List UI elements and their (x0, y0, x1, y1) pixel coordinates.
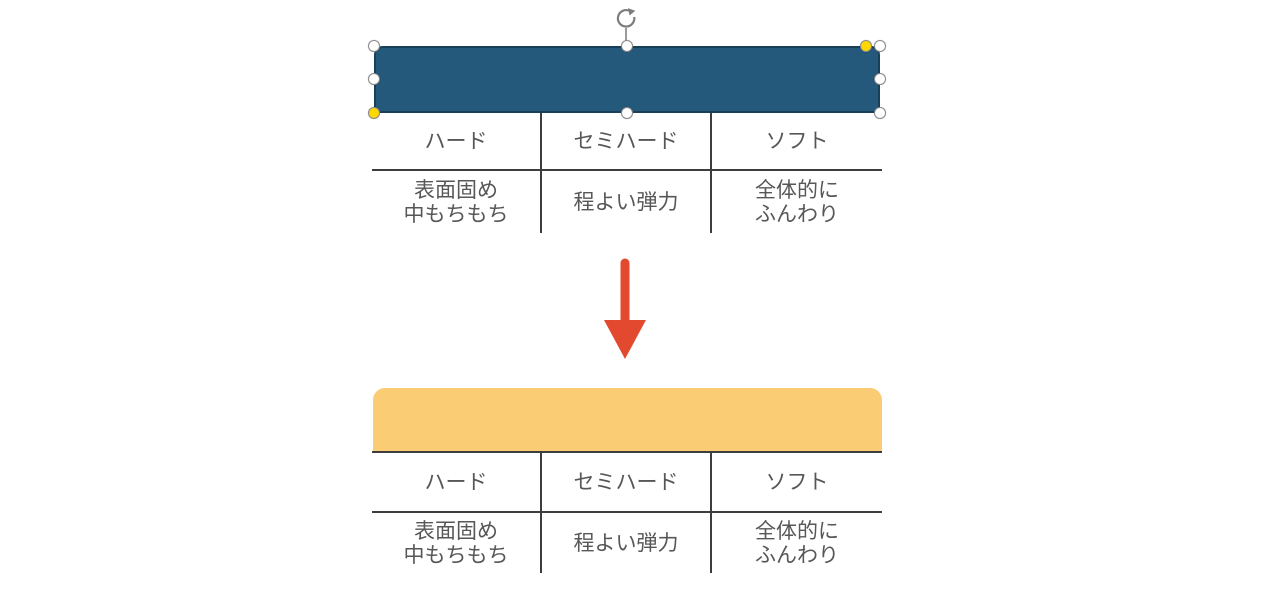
resize-handle-top-left[interactable] (368, 40, 380, 52)
before-header-soft[interactable]: ソフト (712, 113, 882, 171)
after-header-semihard[interactable]: セミハード (542, 453, 712, 513)
after-header-soft[interactable]: ソフト (712, 453, 882, 513)
rotate-handle-connector (625, 28, 627, 46)
before-table: ハード セミハード ソフト 表面固め 中もちもち 程よい弾力 全体的に ふんわり (372, 113, 882, 233)
resize-handle-top-right[interactable] (874, 40, 886, 52)
after-shape-bar[interactable] (373, 388, 882, 451)
down-arrow-shape[interactable] (603, 256, 647, 360)
resize-handle-top-center[interactable] (621, 40, 633, 52)
resize-handle-bottom-right[interactable] (874, 107, 886, 119)
adjust-handle-bottom-left[interactable] (368, 107, 380, 119)
rotate-handle[interactable] (614, 5, 638, 29)
before-desc-soft[interactable]: 全体的に ふんわり (755, 178, 839, 226)
resize-handle-middle-right[interactable] (874, 73, 886, 85)
after-table: ハード セミハード ソフト 表面固め 中もちもち 程よい弾力 全体的に ふんわり (372, 451, 882, 573)
resize-handle-middle-left[interactable] (368, 73, 380, 85)
resize-handle-bottom-center[interactable] (621, 107, 633, 119)
before-desc-hard[interactable]: 表面固め 中もちもち (372, 171, 542, 233)
before-header-semihard[interactable]: セミハード (542, 113, 712, 171)
down-arrow-icon (604, 258, 646, 359)
before-shape-bar[interactable] (374, 46, 880, 113)
after-header-hard[interactable]: ハード (372, 453, 542, 513)
after-desc-hard[interactable]: 表面固め 中もちもち (372, 513, 542, 573)
after-desc-soft[interactable]: 全体的に ふんわり (755, 519, 839, 567)
before-desc-semihard[interactable]: 程よい弾力 (542, 171, 712, 233)
after-desc-semihard[interactable]: 程よい弾力 (542, 513, 712, 573)
rotate-icon (616, 8, 636, 28)
before-header-hard[interactable]: ハード (372, 113, 542, 171)
adjust-handle-top-right[interactable] (860, 40, 872, 52)
